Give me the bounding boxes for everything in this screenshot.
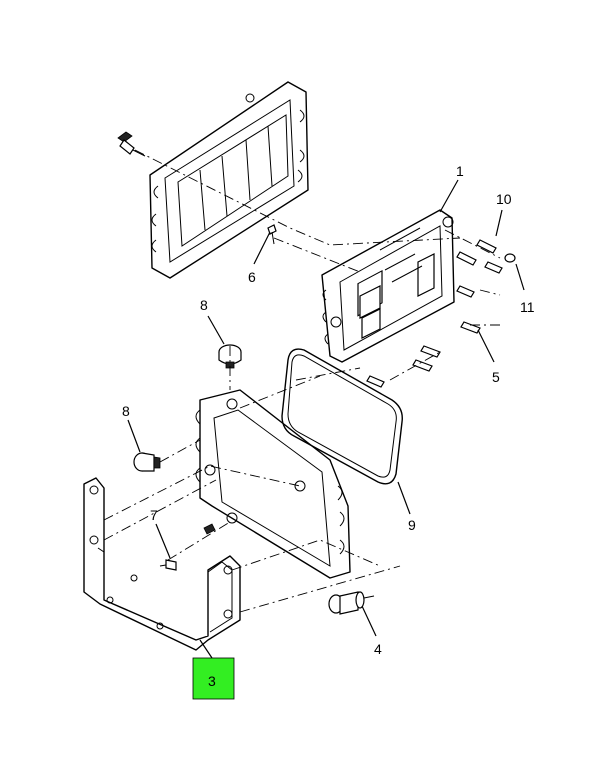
isolator-item-4	[328, 591, 375, 615]
callout-3[interactable]: 3	[208, 673, 216, 689]
callout-5[interactable]: 5	[492, 369, 500, 385]
callout-9[interactable]: 9	[408, 517, 416, 533]
bolt-set-items-5-10-11	[366, 239, 516, 388]
callout-labels: 1 10 11 5 6 8 8 7 9 4	[122, 163, 535, 657]
callout-1[interactable]: 1	[456, 163, 464, 179]
callout-4[interactable]: 4	[374, 641, 382, 657]
leader-lines	[127, 179, 525, 659]
callout-11[interactable]: 11	[520, 299, 535, 315]
stud-bolt-top-left	[117, 131, 146, 157]
callout-8-lower[interactable]: 8	[122, 403, 130, 419]
housing-cold-plate	[195, 389, 351, 579]
gasket-item-9	[281, 348, 403, 485]
highlight-box	[192, 657, 235, 700]
callout-6[interactable]: 6	[248, 269, 256, 285]
bracket-item-3	[83, 477, 241, 651]
assembly-centerlines	[103, 149, 501, 613]
screw-item-7	[159, 559, 177, 571]
top-cover-frame	[149, 81, 309, 279]
plug-item-8-lower	[133, 452, 161, 472]
callout-7[interactable]: 7	[150, 507, 158, 523]
ecm-module-item-1	[321, 209, 455, 363]
callout-3-highlight[interactable]: 3	[192, 657, 235, 700]
callout-10[interactable]: 10	[496, 191, 512, 207]
callout-8-upper[interactable]: 8	[200, 297, 208, 313]
